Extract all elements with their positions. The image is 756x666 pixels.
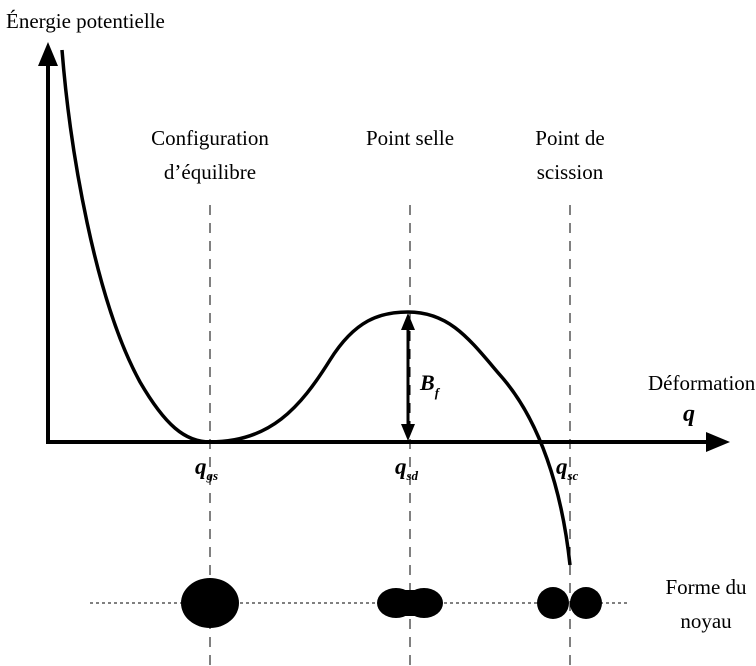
barrier-label: Bf bbox=[419, 370, 441, 400]
x-axis-label: Déformation bbox=[648, 371, 756, 395]
point-sc-title-line1: Point de bbox=[535, 126, 604, 150]
barrier-arrow-top bbox=[401, 313, 415, 330]
point-gs-title-line1: Configuration bbox=[151, 126, 269, 150]
point-gs-title-line2: d’équilibre bbox=[164, 160, 256, 184]
tick-label-qgs: qgs bbox=[195, 454, 218, 483]
tick-label-qsc: qsc bbox=[556, 454, 579, 483]
nucleus-saddle bbox=[377, 588, 443, 618]
y-axis-label: Énergie potentielle bbox=[6, 9, 165, 33]
tick-label-qsd: qsd bbox=[395, 454, 419, 483]
potential-energy-curve bbox=[60, 49, 572, 566]
x-axis-arrowhead bbox=[706, 432, 730, 452]
shape-label-line2: noyau bbox=[680, 609, 732, 633]
point-sc-title-line2: scission bbox=[537, 160, 604, 184]
nucleus-spherical bbox=[181, 578, 239, 628]
point-sd-title-line1: Point selle bbox=[366, 126, 454, 150]
x-axis-symbol: q bbox=[683, 401, 695, 427]
y-axis-arrowhead bbox=[38, 42, 58, 66]
barrier-arrow-bottom bbox=[401, 424, 415, 441]
nucleus-scission bbox=[537, 587, 602, 619]
shape-label-line1: Forme du bbox=[665, 575, 747, 599]
